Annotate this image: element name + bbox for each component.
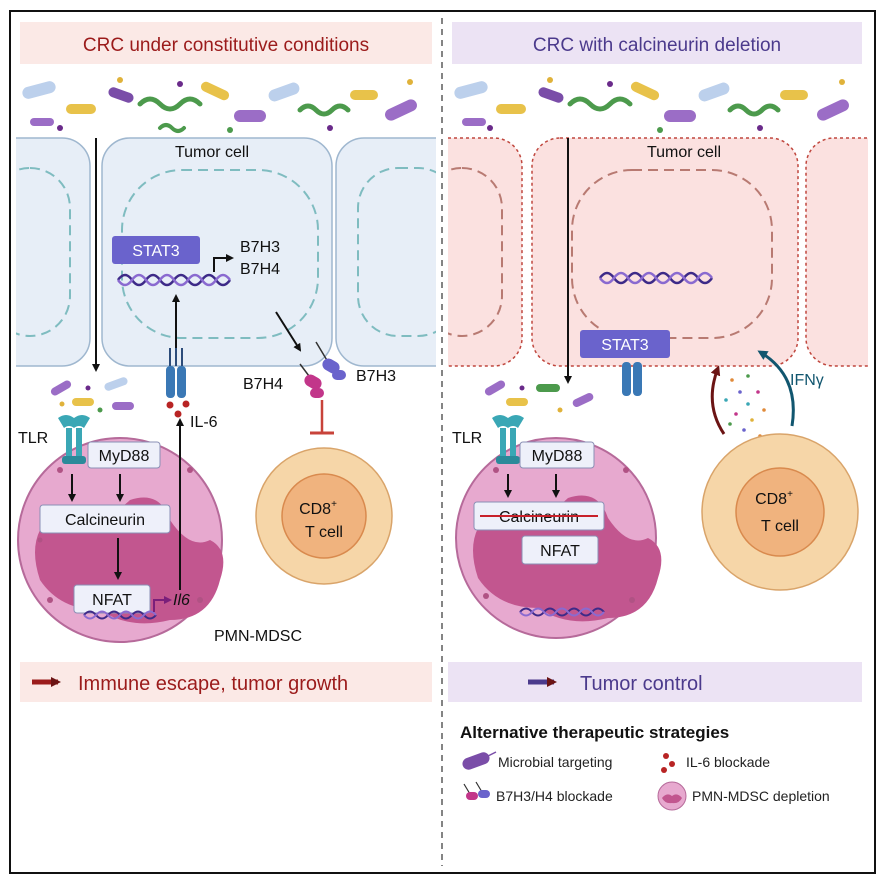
tlr-label-left: TLR xyxy=(18,430,48,447)
nfat-box-right xyxy=(521,535,599,565)
tumor-epithelium-right xyxy=(448,137,868,367)
dna-left xyxy=(116,273,232,287)
nfat-box-left xyxy=(73,584,151,614)
b7-expression-arrow xyxy=(275,311,302,352)
calcineurin-box-left xyxy=(39,504,171,534)
il6-receptor-icon-right xyxy=(622,362,642,396)
tumor-epithelium-left xyxy=(16,137,436,367)
myd88-box-right xyxy=(519,441,595,469)
transcription-arrow-left xyxy=(213,254,234,272)
left-title-band xyxy=(20,22,432,64)
microbiota-left xyxy=(22,77,417,133)
nfat-label-right: NFAT xyxy=(540,543,580,560)
stat3-label-right: STAT3 xyxy=(601,337,649,354)
myd88-box-left xyxy=(87,441,161,469)
ifng-label: IFNγ xyxy=(790,372,824,389)
b7h4-gene-label: B7H4 xyxy=(240,261,280,278)
tumor-cell-label-right: Tumor cell xyxy=(647,144,721,161)
legend-item-il6-blockade: IL-6 blockade xyxy=(686,754,770,770)
right-title-band xyxy=(452,22,862,64)
tcell-to-tumor-arrow xyxy=(710,365,726,435)
b7h3-protein-icon xyxy=(315,341,346,380)
legend-item-b7h3-h4-blockade: B7H3/H4 blockade xyxy=(496,788,613,804)
stat3-label-left: STAT3 xyxy=(132,243,180,260)
il6-dots-legend-icon xyxy=(661,753,675,773)
right-panel-title: CRC with calcineurin deletion xyxy=(533,35,781,56)
stat3-box-right xyxy=(580,330,670,358)
tumor-nucleus-right xyxy=(571,169,773,339)
tumor-nucleus-left xyxy=(121,169,319,339)
mdsc-cell-icon xyxy=(657,781,687,811)
dna-right xyxy=(598,271,714,285)
il6-transcription-arrow xyxy=(153,596,172,612)
bacterium-icon xyxy=(462,751,497,770)
right-panel: CRC with calcineurin deletion Tumor cell xyxy=(448,22,868,811)
tlr-label-right: TLR xyxy=(452,430,482,447)
microbiota-small-left xyxy=(50,377,134,413)
nfat-label-left: NFAT xyxy=(92,592,132,609)
right-outcome-band xyxy=(448,662,862,702)
left-outcome-text: Immune escape, tumor growth xyxy=(78,673,348,695)
legend-item-microbial-targeting: Microbial targeting xyxy=(498,754,612,770)
stat3-box-left xyxy=(112,236,200,264)
tumor-cell-left xyxy=(101,137,333,367)
il6-receptor-icon xyxy=(166,348,186,398)
tlr-receptor-icon-left xyxy=(58,415,90,464)
b7-receptor-icon xyxy=(463,781,490,800)
microbiota-right xyxy=(454,77,849,133)
therapeutic-legend: Alternative therapeutic strategies Micro… xyxy=(460,723,830,811)
right-outcome-text: Tumor control xyxy=(580,673,703,695)
b7h4-protein-label: B7H4 xyxy=(243,376,283,393)
ifng-arrow xyxy=(757,350,795,427)
b7h3-gene-label: B7H3 xyxy=(240,239,280,256)
pmn-mdsc-label: PMN-MDSC xyxy=(214,628,302,645)
legend-item-pmn-mdsc-depletion: PMN-MDSC depletion xyxy=(692,788,830,804)
microbiota-small-right xyxy=(484,380,594,413)
calcineurin-label-right: Calcineurin xyxy=(499,509,579,526)
left-panel: CRC under constitutive conditions xyxy=(16,22,436,702)
il6-dots-icon xyxy=(166,400,190,418)
il6-label: IL-6 xyxy=(190,414,218,431)
il6-gene-label: Il6 xyxy=(173,592,190,609)
tumor-cell-label-left: Tumor cell xyxy=(175,144,249,161)
myd88-label-left: MyD88 xyxy=(99,448,150,465)
cd8-label-left: CD8+ xyxy=(299,499,337,518)
left-panel-title: CRC under constitutive conditions xyxy=(83,35,369,56)
myd88-label-right: MyD88 xyxy=(532,448,583,465)
t-cell-label-left: T cell xyxy=(305,524,343,541)
dna-mdsc-right xyxy=(519,607,605,617)
b7h4-protein-icon xyxy=(299,363,324,398)
left-outcome-band xyxy=(20,662,432,702)
dna-mdsc-left xyxy=(83,610,157,620)
b7h3-protein-label: B7H3 xyxy=(356,368,396,385)
t-cell-label-right: T cell xyxy=(761,518,799,535)
tlr-receptor-icon-right xyxy=(492,415,524,464)
calcineurin-label-left: Calcineurin xyxy=(65,512,145,529)
tumor-cell-right xyxy=(531,137,799,367)
cd8-label-right: CD8+ xyxy=(755,489,793,508)
legend-title: Alternative therapeutic strategies xyxy=(460,723,729,742)
